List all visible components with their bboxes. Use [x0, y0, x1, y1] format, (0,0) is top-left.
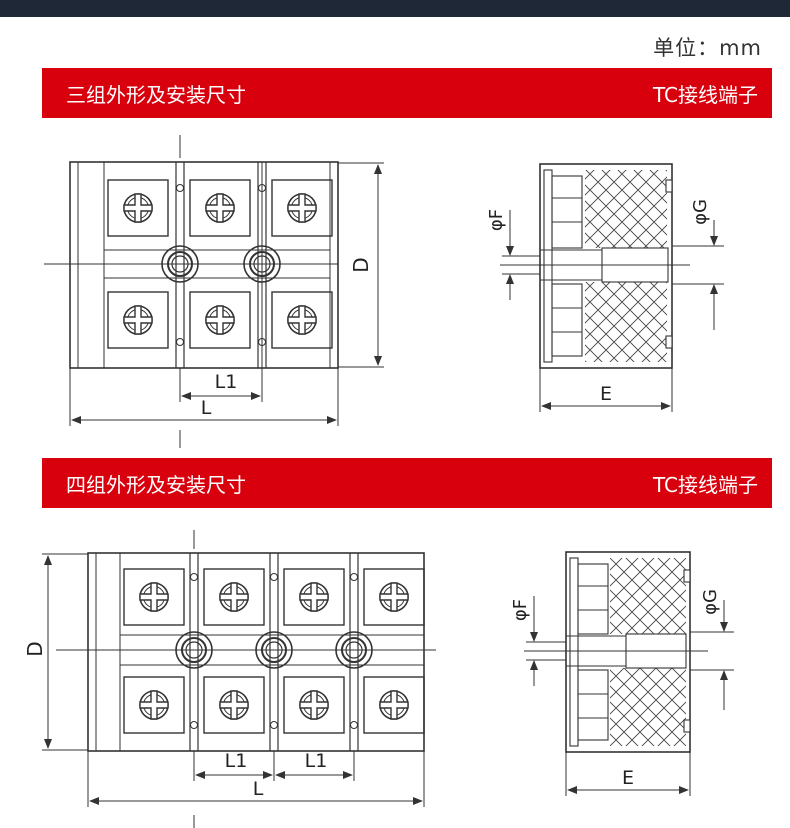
- dim-phi-g: φG: [690, 199, 711, 225]
- product-name: TC接线端子: [652, 82, 758, 107]
- four-group-side-view: φF φG E: [510, 551, 734, 796]
- section-header-three-group: 三组外形及安装尺寸 TC接线端子: [42, 68, 772, 118]
- dim-l1: L1: [225, 750, 248, 772]
- dim-phi-f: φF: [510, 599, 531, 621]
- dim-l: L: [201, 397, 212, 419]
- dim-d: D: [349, 257, 373, 272]
- three-group-front-view: D L1 L: [44, 135, 384, 448]
- dim-d: D: [23, 641, 47, 656]
- product-name: TC接线端子: [652, 472, 758, 497]
- section-title: 三组外形及安装尺寸: [66, 82, 246, 107]
- dim-l: L: [253, 778, 264, 800]
- unit-label: 单位：mm: [653, 36, 762, 60]
- three-group-side-view: φF φG E: [486, 163, 724, 412]
- dim-e: E: [600, 383, 612, 405]
- dim-e: E: [622, 767, 634, 789]
- four-group-front-view: D L1 L1 L: [23, 530, 436, 828]
- dim-phi-f: φF: [486, 209, 507, 231]
- top-bar: [0, 0, 790, 17]
- section-header-four-group: 四组外形及安装尺寸 TC接线端子: [42, 458, 772, 508]
- section-title: 四组外形及安装尺寸: [66, 472, 246, 497]
- dim-l1: L1: [215, 371, 238, 393]
- dim-phi-g: φG: [700, 589, 721, 615]
- dim-l1-second: L1: [305, 750, 328, 772]
